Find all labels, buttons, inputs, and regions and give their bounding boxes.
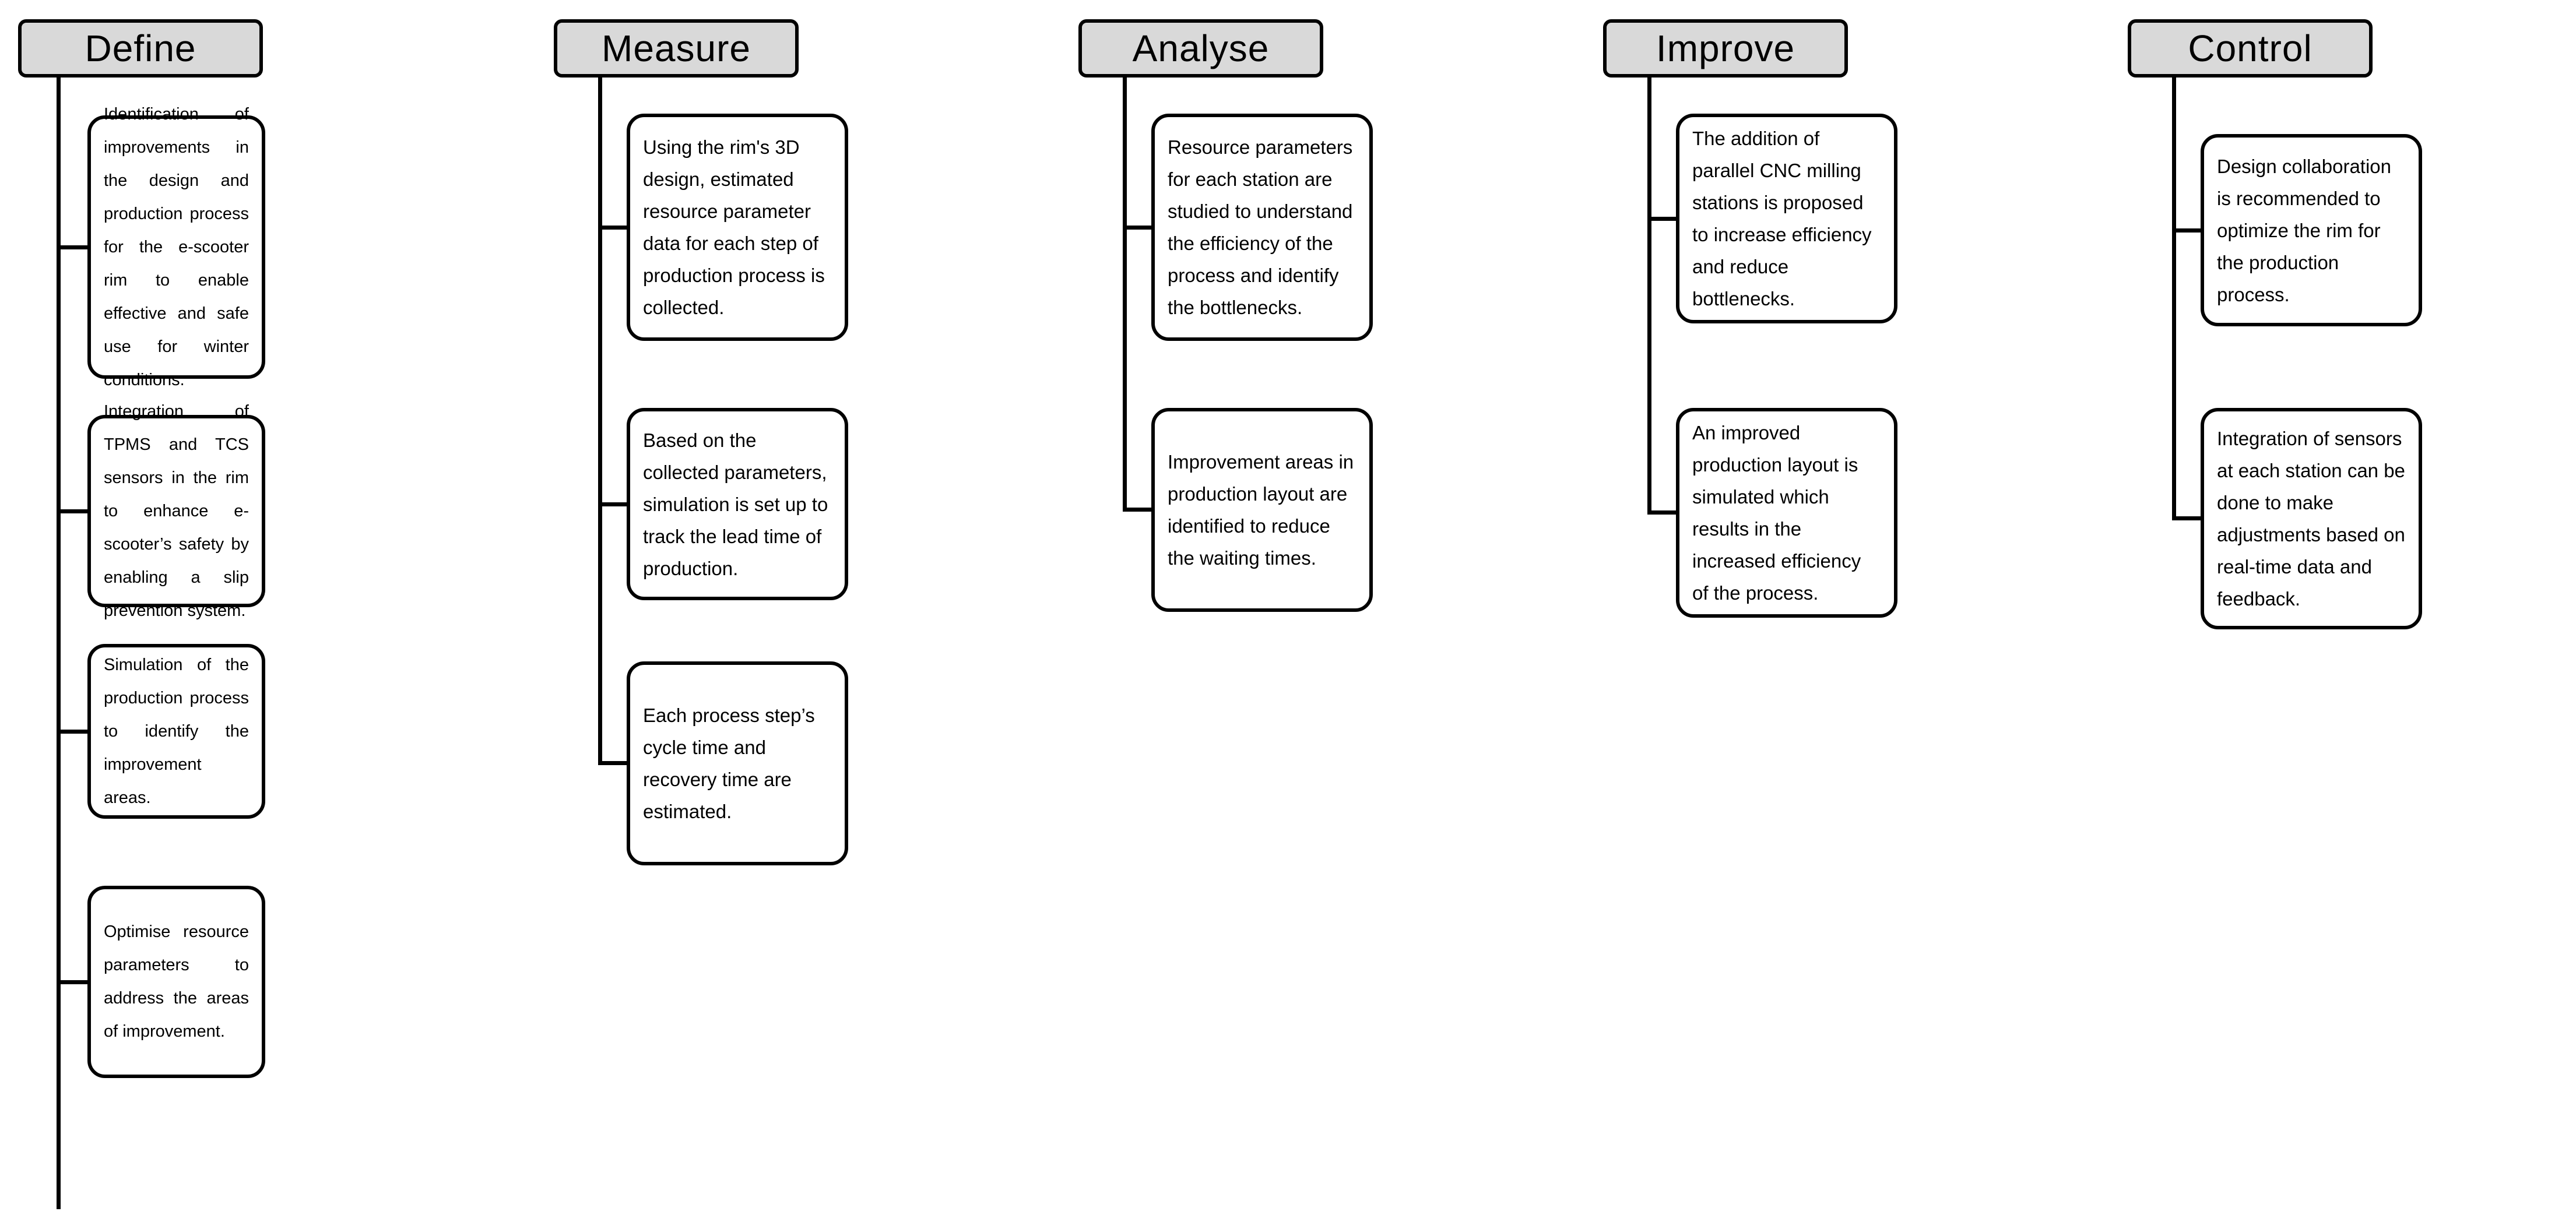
connector-line [1647, 510, 1678, 515]
phase-header-define: Define [18, 19, 263, 78]
improve-box-2: An improved production layout is simulat… [1676, 408, 1897, 618]
connector-line [57, 980, 89, 984]
measure-box-3: Each process step’s cycle time and recov… [627, 661, 848, 865]
analyse-box-1: Resource parameters for each station are… [1151, 114, 1373, 341]
define-box-4: Optimise resource parameters to address … [87, 886, 265, 1078]
define-box-1-text: Identification of improvements in the de… [104, 104, 249, 389]
define-spine-line [57, 75, 61, 1209]
phase-header-improve: Improve [1603, 19, 1848, 78]
phase-header-control: Control [2128, 19, 2373, 78]
measure-box-1-text: Using the rim's 3D design, estimated res… [643, 136, 825, 318]
connector-line [1123, 226, 1153, 230]
analyse-box-2-text: Improvement areas in production layout a… [1168, 451, 1354, 569]
connector-line [598, 502, 628, 506]
connector-line [2172, 516, 2202, 520]
define-box-4-text: Optimise resource parameters to address … [104, 922, 249, 1041]
define-box-3-text: Simulation of the production process to … [104, 655, 249, 807]
control-spine-line [2172, 75, 2176, 520]
improve-box-1-text: The addition of parallel CNC milling sta… [1692, 128, 1872, 309]
connector-line [598, 761, 628, 765]
connector-line [2172, 228, 2202, 233]
connector-line [1647, 217, 1678, 221]
connector-line [57, 245, 89, 249]
connector-line [1123, 508, 1153, 512]
improve-box-1: The addition of parallel CNC milling sta… [1676, 114, 1897, 323]
define-box-3: Simulation of the production process to … [87, 644, 265, 819]
connector-line [57, 730, 89, 734]
analyse-box-1-text: Resource parameters for each station are… [1168, 136, 1353, 318]
measure-box-2-text: Based on the collected parameters, simul… [643, 429, 828, 579]
measure-box-2: Based on the collected parameters, simul… [627, 408, 848, 600]
measure-spine-line [598, 75, 602, 765]
define-box-2: Integration of TPMS and TCS sensors in t… [87, 402, 265, 620]
analyse-box-2: Improvement areas in production layout a… [1151, 408, 1373, 612]
improve-spine-line [1647, 75, 1651, 515]
connector-line [598, 226, 628, 230]
phase-header-analyse: Analyse [1078, 19, 1323, 78]
define-box-1: Identification of improvements in the de… [87, 105, 265, 389]
control-box-1-text: Design collaboration is recommended to o… [2217, 155, 2392, 305]
analyse-spine-line [1123, 75, 1127, 512]
improve-box-2-text: An improved production layout is simulat… [1692, 422, 1861, 604]
define-box-2-text: Integration of TPMS and TCS sensors in t… [104, 402, 249, 620]
phase-header-measure: Measure [554, 19, 799, 78]
connector-line [57, 509, 89, 513]
control-box-1: Design collaboration is recommended to o… [2201, 134, 2422, 326]
measure-box-3-text: Each process step’s cycle time and recov… [643, 705, 815, 822]
control-box-2: Integration of sensors at each station c… [2201, 408, 2422, 629]
measure-box-1: Using the rim's 3D design, estimated res… [627, 114, 848, 341]
control-box-2-text: Integration of sensors at each station c… [2217, 428, 2405, 610]
